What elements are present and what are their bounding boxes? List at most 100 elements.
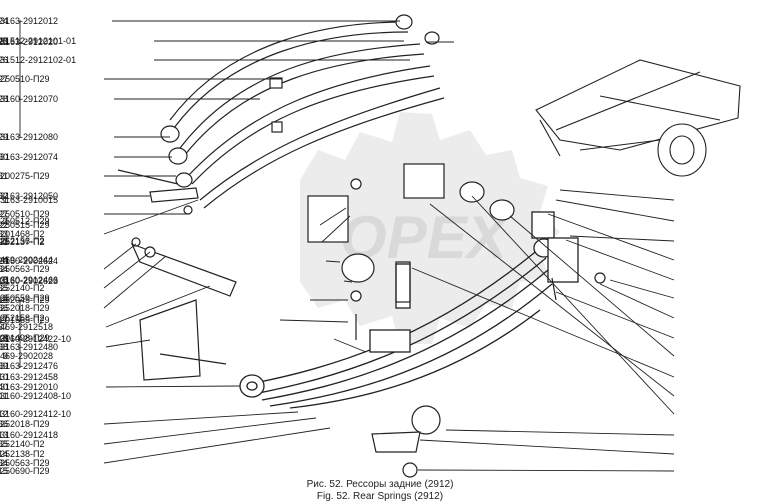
callout-part-number: 31512-2912101-01 xyxy=(0,36,76,46)
callout-number: 31 xyxy=(0,171,8,181)
leaf-spring-main xyxy=(239,211,579,409)
callout-number: 32 xyxy=(0,191,8,201)
callout-number: 30 xyxy=(0,152,8,162)
callout-number: 12 xyxy=(0,409,8,419)
callout-number: 3 xyxy=(3,236,8,246)
callout-part-number: 201498-П29 xyxy=(0,333,50,343)
callout-part-number: 3163-2912480 xyxy=(0,342,58,352)
callout-number: 10 xyxy=(0,372,8,382)
callout-part-number: 3163-2912074 xyxy=(0,152,58,162)
callout-part-number: 3163-2912458 xyxy=(0,372,58,382)
caption-en: Fig. 52. Rear Springs (2912) xyxy=(317,491,443,502)
callout-part-number: 250515-П29 xyxy=(0,220,50,230)
callout-part-number: 201565-П29 xyxy=(0,315,50,325)
callouts-center: 233163-291202022250515-П2921252137-П2203… xyxy=(0,37,71,344)
callout-number: 11 xyxy=(0,391,8,401)
callout-number: 19 xyxy=(0,276,8,286)
callout-number: 33 xyxy=(0,229,8,239)
callout-number: 28 xyxy=(0,94,8,104)
callout-number: 22 xyxy=(0,220,8,230)
callout-part-number: 250563-П29 xyxy=(0,264,50,274)
callout-number: 34 xyxy=(0,264,8,274)
callout-number: 6 xyxy=(3,293,8,303)
callout-part-number: 3160-2912408-10 xyxy=(0,391,71,401)
callout-number: 38 xyxy=(0,342,8,352)
callout-number: 18 xyxy=(0,295,8,305)
callout-part-number: 250510-П29 xyxy=(0,209,50,219)
callout-number: 35 xyxy=(0,439,8,449)
shackle-hub xyxy=(307,163,606,478)
callout-number: 1 xyxy=(3,195,8,205)
callout-number: 25 xyxy=(0,36,8,46)
callout-number: 4 xyxy=(3,255,8,265)
watermark-gear xyxy=(300,112,560,344)
callout-part-number: 252156-П2 xyxy=(0,236,45,246)
callout-part-number: 252158-П2 xyxy=(0,313,45,323)
callout-part-number: 469-2902028 xyxy=(0,351,53,361)
callout-part-number: 250512-П29 xyxy=(0,216,50,226)
callout-part-number: 3163-2912476 xyxy=(0,361,58,371)
callout-number: 24 xyxy=(0,16,8,26)
callout-part-number: 3163-2910015 xyxy=(0,195,58,205)
callouts-right: 13163-29100152250512-П293252156-П24469-2… xyxy=(0,195,71,476)
leader-lines xyxy=(19,20,675,472)
callout-number: 40 xyxy=(0,382,8,392)
callout-part-number: 3163-2912010 xyxy=(0,382,58,392)
callout-part-number: 250559-П29 xyxy=(0,293,50,303)
watermark: OPEX xyxy=(300,112,560,344)
callout-number: 36 xyxy=(0,419,8,429)
callout-number: 13 xyxy=(0,430,8,440)
callout-number: 7 xyxy=(3,313,8,323)
callout-part-number: 252137-П2 xyxy=(0,237,45,247)
callout-part-number: 200275-П29 xyxy=(0,171,50,181)
callout-part-number: 469-2912518 xyxy=(0,322,53,332)
callout-part-number: 252045-П29 xyxy=(0,295,50,305)
callout-part-number: 3160-2912466 xyxy=(0,275,58,285)
callout-part-number: 250510-П29 xyxy=(0,74,50,84)
callout-part-number: 469-2902444 xyxy=(0,255,53,265)
callout-number: 29 xyxy=(0,132,8,142)
callout-number: 5 xyxy=(3,275,8,285)
callout-number: 16 xyxy=(0,334,8,344)
callout-number: 39 xyxy=(0,361,8,371)
callout-part-number: 3160-2912422-10 xyxy=(0,334,71,344)
callout-number: 15 xyxy=(0,466,8,476)
callout-number: 35 xyxy=(0,283,8,293)
callout-part-number: 3163-2912050 xyxy=(0,191,58,201)
callout-number: 8 xyxy=(3,333,8,343)
callout-part-number: 250563-П29 xyxy=(0,458,50,468)
callout-number: 9 xyxy=(3,351,8,361)
callout-part-number: 3160-2902624 xyxy=(0,256,58,266)
callout-part-number: 252140-П2 xyxy=(0,283,45,293)
callout-number: 14 xyxy=(0,449,8,459)
callout-number: 34 xyxy=(0,458,8,468)
callout-number: 2 xyxy=(3,216,8,226)
callout-part-number: 3160-2912418 xyxy=(0,430,58,440)
callout-part-number: 3160-2912070 xyxy=(0,94,58,104)
callout-number: 37 xyxy=(0,322,8,332)
callout-part-number: 252138-П2 xyxy=(0,449,45,459)
spring-pin-bracket xyxy=(130,237,237,381)
vehicle-inset xyxy=(535,59,741,177)
callout-number: 36 xyxy=(0,303,8,313)
callout-number: 26 xyxy=(0,55,8,65)
callout-part-number: 250690-П29 xyxy=(0,466,50,476)
callout-part-number: 201468-П2 xyxy=(0,229,45,239)
callout-number: 17 xyxy=(0,315,8,325)
callout-part-number: 3160-2912412-10 xyxy=(0,409,71,419)
callout-part-number: 3163-2912080 xyxy=(0,132,58,142)
callout-number: 23 xyxy=(0,37,8,47)
callout-part-number: 252018-П29 xyxy=(0,419,50,429)
callout-part-number: 3163-2912012 xyxy=(0,16,58,26)
callouts-left: 243163-29120122531512-2912101-012631512-… xyxy=(0,16,76,468)
callout-part-number: 252018-П29 xyxy=(0,303,50,313)
callout-number: 20 xyxy=(0,256,8,266)
callout-number: 27 xyxy=(0,74,8,84)
callout-number: 21 xyxy=(0,237,8,247)
caption-ru: Рис. 52. Рессоры задние (2912) xyxy=(307,479,454,490)
callout-part-number: 252140-П2 xyxy=(0,439,45,449)
callout-part-number: 3160-2902623 xyxy=(0,276,58,286)
callout-part-number: 31512-2912102-01 xyxy=(0,55,76,65)
